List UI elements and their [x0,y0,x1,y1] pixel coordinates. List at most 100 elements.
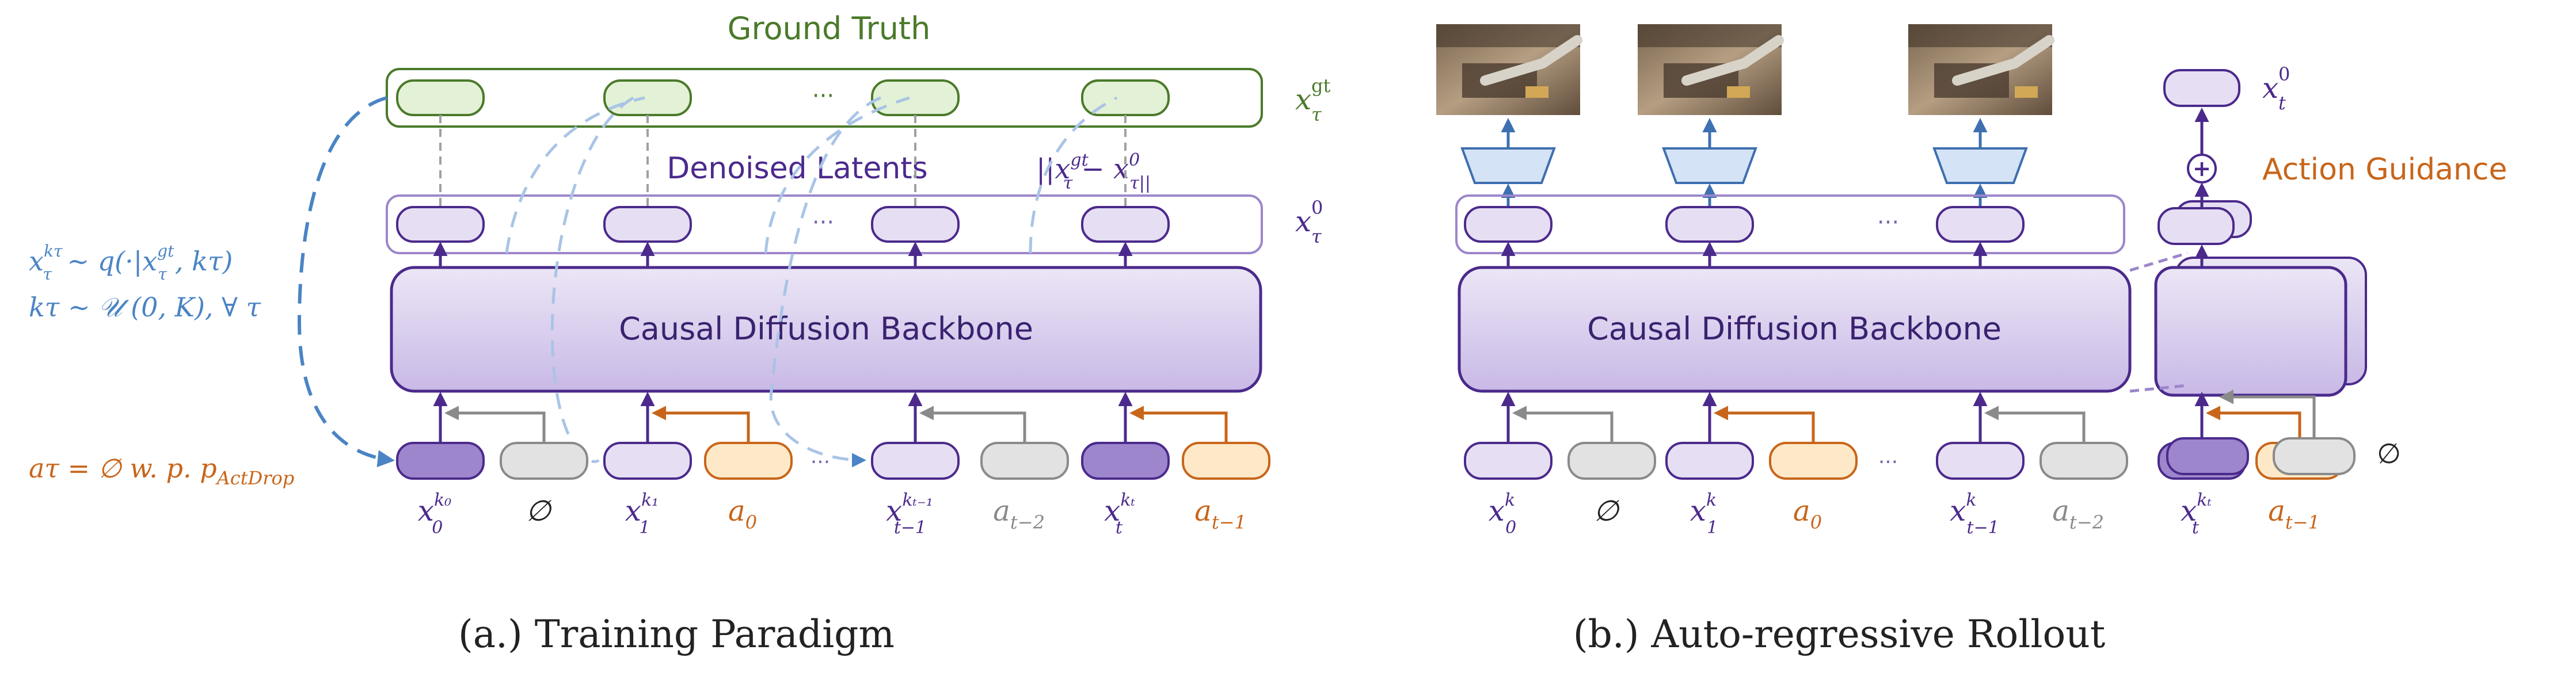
rollout-denoised-token [1464,206,1553,243]
rollout-input-ellipsis: ··· [1878,450,1898,474]
input-token [980,442,1069,480]
ground-truth-feed-arrows [505,96,1118,254]
input-label: at−1 [1194,494,1246,533]
svg-text:aτ = ∅ w. p. pActDrop: aτ = ∅ w. p. pActDrop [29,453,294,489]
denoised-token [603,206,692,243]
guidance-null-symbol: ∅ [2377,438,2401,470]
action-arrow [919,406,1026,443]
input-token [1936,442,2025,480]
svg-text:x: x [2262,71,2278,105]
svg-text:0: 0 [1311,197,1323,219]
denoised-tokens [396,206,1170,243]
rollout-denoised-ellipsis: ··· [1877,209,1899,236]
input-dashed-arrows [550,96,881,468]
training-caption: (a.) Training Paradigm [458,612,895,656]
denoised-label: x 0 τ [1295,197,1323,247]
main-gt-arrow [297,96,395,468]
denoised-token [871,206,960,243]
input-token [396,442,485,480]
rollout-caption: (b.) Auto-regressive Rollout [1573,612,2105,656]
action-arrow [652,406,750,443]
denoised-container [386,194,1263,254]
action-arrow [444,406,546,443]
decoder [1932,147,2028,184]
input-label: a0 [728,494,757,533]
training-backbone-label: Causal Diffusion Backbone [619,311,1033,347]
denoised-ellipsis: ··· [812,209,834,236]
input-token [1665,442,1754,480]
guidance-backbone-front [2154,266,2347,397]
action-arrow [1512,406,1614,443]
action-drop-equation: aτ = ∅ w. p. pActDrop [29,453,294,489]
video-frame [1638,24,1784,115]
decoder [1460,147,1556,184]
action-guidance-label: Action Guidance [2262,152,2507,187]
decoders [1460,118,2028,207]
gt-token [603,79,692,116]
action-arrow [1984,406,2086,443]
input-token [704,442,793,480]
svg-text:τ: τ [1311,225,1322,247]
rollout-panel: ··· Causal Diffusion Backbone + x 0 t Ac… [1436,24,2507,656]
guidance-dash-top [2129,251,2188,272]
gt-token [871,79,960,116]
input-token [1081,442,1170,480]
svg-text:gt: gt [1311,75,1330,97]
guidance-gray-arrow [2219,389,2316,438]
input-label: at−2 [993,494,1045,533]
denoised-token [1081,206,1170,243]
input-token [603,442,692,480]
input-token [1567,442,1656,480]
denoised-token [396,206,485,243]
video-frames [1436,24,2054,115]
svg-text:t: t [2278,92,2286,114]
decoder [1662,147,1757,184]
rollout-backbone-label: Causal Diffusion Backbone [1587,311,2002,347]
svg-text:x: x [1295,205,1311,238]
action-arrow [1714,406,1815,443]
rollout-denoised-token [1665,206,1754,243]
action-arrow [2206,406,2301,443]
gt-label: x gt τ [1295,75,1330,125]
input-label: at−2 [2052,494,2104,533]
input-token [1182,442,1270,480]
rollout-output-arrows [1501,242,1988,267]
input-token [2040,442,2128,480]
video-frame [1908,24,2054,115]
guidance-dash-bottom [2129,384,2188,393]
training-input-ellipsis: ··· [811,450,830,474]
gt-denoised-links [439,115,1127,207]
input-label: at−1 [2268,494,2320,533]
input-token [1464,442,1553,480]
input-label: ∅ [526,494,552,528]
gt-token [396,79,485,116]
output-token [2163,69,2240,107]
output-label: x 0 t [2262,63,2290,114]
rollout-denoised-tokens [1464,206,2025,243]
input-token [871,442,960,480]
rollout-denoised-container [1455,194,2125,254]
training-inputs [396,392,1270,480]
training-backbone [390,266,1262,393]
plus-symbol: + [2193,156,2211,181]
ground-truth-ellipsis: ··· [812,83,834,109]
guidance-token-front [2158,207,2235,245]
guidance-input-back-gray [2273,437,2356,475]
input-label: a0 [1793,494,1822,533]
action-arrow [1129,406,1228,443]
backbone-output-arrows [433,242,1133,267]
ground-truth-tokens [396,79,1170,116]
